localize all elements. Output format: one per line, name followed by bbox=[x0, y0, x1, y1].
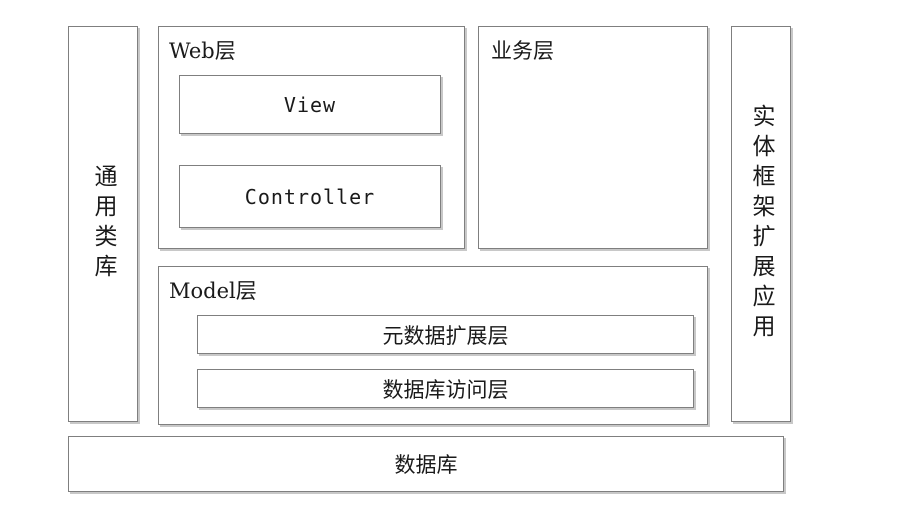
common-library-box: 通用类库 bbox=[68, 26, 138, 422]
database-box: 数据库 bbox=[68, 436, 784, 492]
controller-label: Controller bbox=[244, 184, 376, 209]
web-layer-box: Web层 View Controller bbox=[158, 26, 465, 249]
business-layer-title: 业务层 bbox=[491, 39, 554, 63]
model-layer-box: Model层 元数据扩展层 数据库访问层 bbox=[158, 266, 708, 425]
metadata-extension-box: 元数据扩展层 bbox=[197, 315, 694, 354]
database-label: 数据库 bbox=[394, 453, 458, 477]
view-label: View bbox=[283, 92, 337, 117]
business-layer-box: 业务层 bbox=[478, 26, 708, 249]
web-layer-title: Web层 bbox=[169, 39, 236, 63]
entity-framework-box: 实体框架扩展应用 bbox=[731, 26, 791, 422]
common-library-label: 通用类库 bbox=[90, 164, 116, 284]
metadata-extension-label: 元数据扩展层 bbox=[382, 323, 509, 348]
model-layer-title: Model层 bbox=[169, 279, 257, 303]
entity-framework-label: 实体框架扩展应用 bbox=[748, 104, 774, 344]
view-box: View bbox=[179, 75, 441, 134]
database-access-box: 数据库访问层 bbox=[197, 369, 694, 408]
controller-box: Controller bbox=[179, 165, 441, 228]
database-access-label: 数据库访问层 bbox=[382, 377, 509, 402]
